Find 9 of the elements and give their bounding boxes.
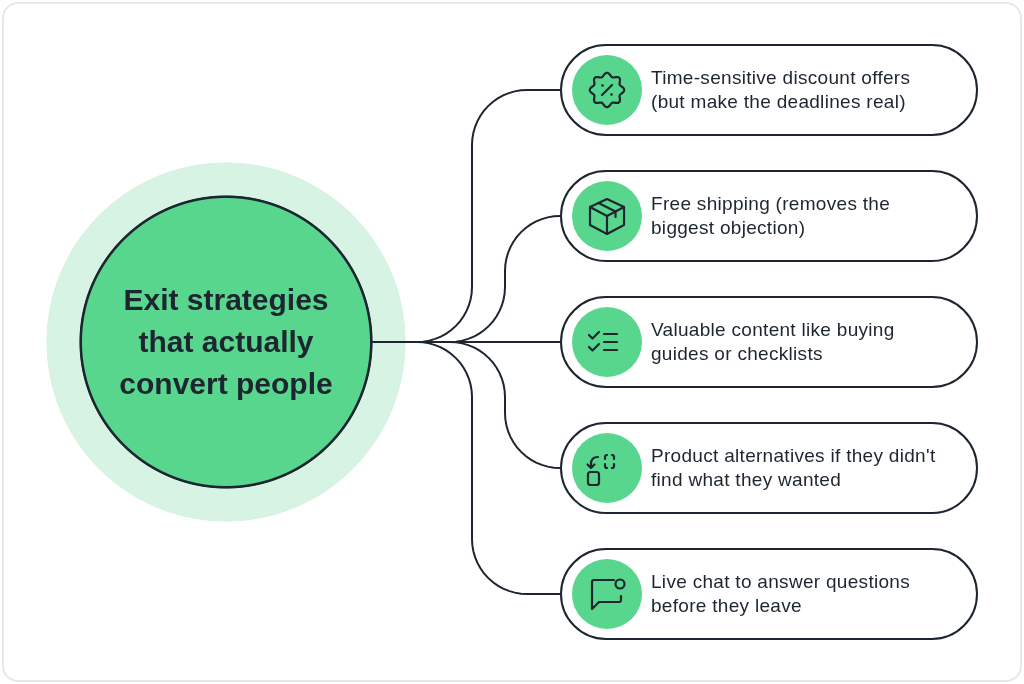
- strategy-text: Live chat to answer questions before they leave: [651, 570, 911, 618]
- strategy-text: Product alternatives if they didn't find what they wanted: [651, 444, 937, 492]
- connector-line: [449, 341, 561, 469]
- strategy-text: Valuable content like buying guides or checklists: [651, 318, 896, 366]
- connector-line: [416, 341, 561, 595]
- topic-title: Exit strategies that actually convert people: [118, 282, 334, 402]
- connector-line: [405, 341, 418, 343]
- strategy-text: Time-sensitive discount offers (but make the deadlines real): [651, 66, 912, 114]
- strategy-text: Free shipping (removes the biggest objection): [651, 192, 892, 240]
